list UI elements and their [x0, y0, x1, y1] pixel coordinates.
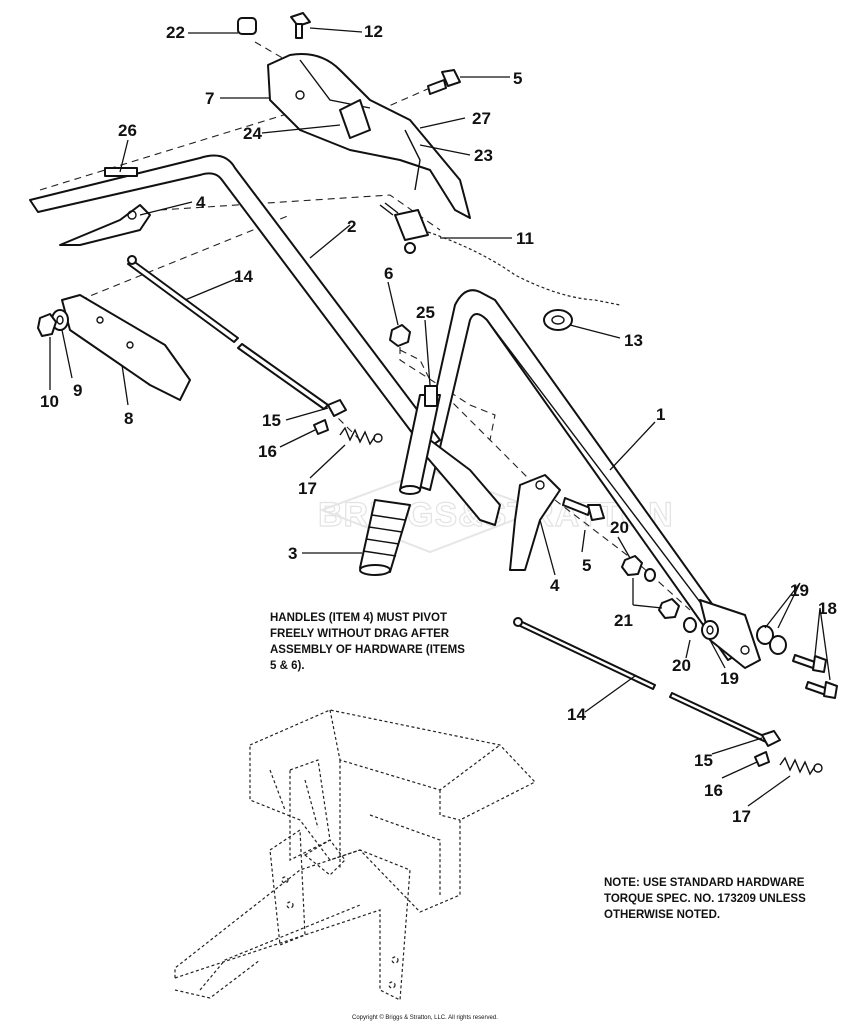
knob-item-22 [237, 17, 257, 35]
torque-note-line-3: OTHERWISE NOTED. [604, 909, 720, 921]
torque-note-line-2: TORQUE SPEC. NO. 173209 UNLESS [604, 893, 806, 905]
rod-item-14-lower [513, 617, 769, 743]
spring-item-17-upper [339, 426, 383, 446]
callout-23: 23 [474, 146, 493, 165]
handles-note-line-3: ASSEMBLY OF HARDWARE (ITEMS [270, 644, 465, 656]
ferrule-item-15-lower [761, 730, 781, 747]
hand-grip-item-3 [359, 499, 411, 576]
bolts-item-18 [792, 654, 838, 699]
frame-chassis-phantom [174, 709, 536, 1001]
callout-17-upper: 17 [298, 479, 317, 498]
callout-9: 9 [73, 381, 82, 400]
bracket-item-4-upper [59, 204, 151, 246]
ferrule-item-15-upper [327, 399, 347, 417]
callout-11: 11 [516, 229, 534, 248]
callout-7: 7 [205, 89, 214, 108]
leader-lines [49, 27, 831, 807]
callout-16-upper: 16 [258, 442, 277, 461]
callout-10: 10 [40, 392, 59, 411]
callout-1: 1 [656, 405, 665, 424]
callout-labels: 22 12 5 7 24 27 23 26 4 2 11 14 6 25 13 … [40, 22, 837, 826]
rod-item-14-upper [127, 255, 329, 410]
bolt-item-5-lower [562, 497, 605, 521]
handles-note-line-1: HANDLES (ITEM 4) MUST PIVOT [270, 612, 447, 624]
callout-22: 22 [166, 23, 185, 42]
washer-item-20-a [644, 568, 656, 582]
nut-item-6 [389, 324, 411, 347]
callout-17-lower: 17 [732, 807, 751, 826]
callout-21: 21 [614, 611, 633, 630]
control-console-item-7 [267, 53, 471, 219]
callout-3: 3 [288, 544, 297, 563]
nut-item-21-a [621, 555, 643, 576]
pivot-handle-item-4-lower [509, 474, 561, 571]
callout-5-lower: 5 [582, 556, 591, 575]
washer-item-20-b [683, 617, 697, 633]
callout-20-upper: 20 [610, 518, 629, 537]
clip-item-13 [543, 309, 573, 331]
callout-14-lower: 14 [567, 705, 586, 724]
callout-14-upper: 14 [234, 267, 253, 286]
callout-24: 24 [243, 124, 262, 143]
handles-note-line-2: FREELY WITHOUT DRAG AFTER [270, 628, 450, 640]
callout-16-lower: 16 [704, 781, 723, 800]
callout-5-top: 5 [513, 69, 522, 88]
torque-spec-note: NOTE: USE STANDARD HARDWARE TORQUE SPEC.… [604, 877, 806, 921]
callout-8: 8 [124, 409, 133, 428]
callout-27: 27 [472, 109, 491, 128]
handles-assembly-note: HANDLES (ITEM 4) MUST PIVOT FREELY WITHO… [270, 612, 465, 672]
callout-15-upper: 15 [262, 411, 281, 430]
callout-19-right: 19 [790, 581, 809, 600]
callout-4-upper: 4 [196, 193, 206, 212]
handle-grip-stub-item-25 [399, 385, 441, 495]
washer-item-19-a [701, 620, 719, 640]
nut-item-21-b [658, 598, 680, 619]
spring-item-17-lower [779, 756, 823, 776]
bracket-item-8 [61, 294, 191, 401]
callout-25: 25 [416, 303, 435, 322]
callout-6: 6 [384, 264, 393, 283]
washers-item-19-b [756, 625, 787, 655]
handles-note-line-4: 5 & 6). [270, 660, 305, 672]
callout-19-lower: 19 [720, 669, 739, 688]
callout-26: 26 [118, 121, 137, 140]
bolt-item-5-top [427, 69, 461, 95]
throttle-cable-item-11 [379, 202, 621, 306]
copyright-text: Copyright © Briggs & Stratton, LLC. All … [352, 1014, 498, 1021]
callout-15-lower: 15 [694, 751, 713, 770]
callout-12: 12 [364, 22, 383, 41]
clip-item-16-upper [313, 419, 329, 435]
nut-item-10 [37, 313, 57, 337]
torque-note-line-1: NOTE: USE STANDARD HARDWARE [604, 877, 805, 889]
clip-item-16-lower [754, 751, 770, 767]
callout-20-lower: 20 [672, 656, 691, 675]
callout-13: 13 [624, 331, 643, 350]
bolt-item-12 [290, 12, 311, 39]
callout-2: 2 [347, 217, 356, 236]
callout-18: 18 [818, 599, 837, 618]
callout-4-lower: 4 [550, 576, 560, 595]
